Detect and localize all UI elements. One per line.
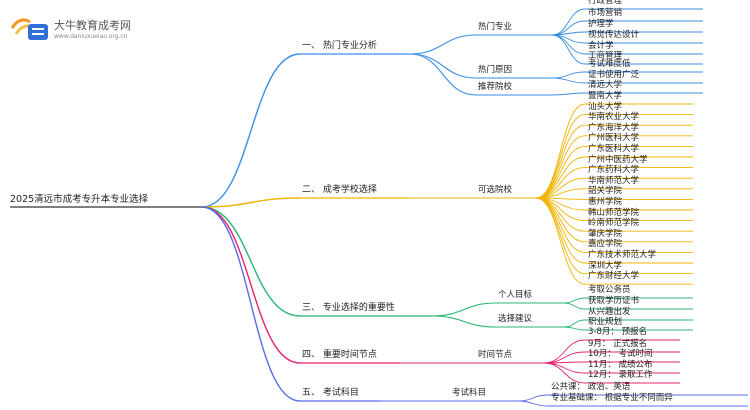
section-4: 四、 重要时间节点 <box>302 350 377 360</box>
group-1-2: 热门原因 <box>478 65 513 75</box>
leaf-line <box>543 339 586 364</box>
leaf-item: 公共课： 政治、英语 <box>551 382 631 392</box>
leaf-line <box>535 124 586 199</box>
section-2: 二、 成考学校选择 <box>302 185 377 195</box>
leaf-item: 视觉传达设计 <box>588 30 640 40</box>
logo-icon <box>10 14 52 44</box>
leaf-line <box>551 8 586 36</box>
branch-line-2 <box>201 197 301 208</box>
leaf-line <box>563 297 586 304</box>
leaf-item: 工商管理 <box>588 51 623 61</box>
leaf-item: 会计学 <box>588 41 614 51</box>
leaf-item: 广州医科大学 <box>588 133 640 144</box>
leaf-line <box>535 197 586 253</box>
group-1-1: 热门专业 <box>478 22 513 32</box>
leaf-item: 广州中医药大学 <box>588 154 648 165</box>
leaf-item: 行政管理 <box>588 0 623 6</box>
root-node: 2025清远市成考专升本专业选择 <box>10 194 149 205</box>
leaf-line <box>535 114 586 199</box>
leaf-item: 11月： 成绩公布 <box>588 360 653 370</box>
leaf-item: 汕头大学 <box>588 101 623 112</box>
leaf-item: 清远大学 <box>588 80 623 90</box>
leaf-item: 广东海洋大学 <box>588 122 640 133</box>
leaf-item: 韩山师范学院 <box>588 207 640 218</box>
leaf-item: 广东技术师范大学 <box>588 250 657 260</box>
leaf-item: 惠州学院 <box>588 197 623 207</box>
leaf-line <box>517 394 549 402</box>
group-line <box>431 315 497 328</box>
group-line <box>409 53 477 96</box>
leaf-line <box>551 77 586 84</box>
leaf-line <box>551 34 586 55</box>
leaf-item: 广东财经大学 <box>588 271 640 282</box>
leaf-item: 9月： 正式报名 <box>588 339 648 349</box>
leaf-item: 证书使用广泛 <box>588 70 640 80</box>
group-line <box>431 302 497 317</box>
leaf-item: 12月： 录取工作 <box>588 370 653 380</box>
group-line <box>409 34 477 55</box>
leaf-item: 考试难度低 <box>588 59 631 69</box>
leaf-item: 从兴趣出发 <box>588 307 631 317</box>
leaf-item: 专业基础课： 根据专业不同而异 <box>551 393 673 403</box>
leaf-item: 岭南师范学院 <box>588 218 640 229</box>
group-4-1: 时间节点 <box>478 350 513 360</box>
leaf-item: 华南农业大学 <box>588 112 640 123</box>
leaf-line <box>563 302 586 310</box>
group-2-1: 可选院校 <box>478 185 513 195</box>
branch-line-4 <box>201 206 301 364</box>
leaf-item: 护理学 <box>588 19 614 29</box>
leaf-line <box>551 92 586 96</box>
leaf-item: 获取学历证书 <box>588 296 640 306</box>
leaf-line <box>543 362 586 384</box>
logo-url: www.daniuxueiao.org.cn <box>54 33 128 40</box>
leaf-line <box>535 156 586 199</box>
branch-line-1 <box>201 53 301 208</box>
leaf-item: 考取公务员 <box>588 285 631 295</box>
leaf-line <box>535 145 586 199</box>
leaf-item: 暨南大学 <box>588 91 623 101</box>
group-1-3: 推荐院校 <box>478 82 513 92</box>
leaf-item: 职业规划 <box>588 317 623 327</box>
branch-line-3 <box>201 206 301 317</box>
leaf-item: 广东医科大学 <box>588 144 640 154</box>
leaf-item: 3-8月： 预报名 <box>588 327 648 337</box>
leaf-line <box>535 103 586 199</box>
leaf-line <box>551 71 586 79</box>
leaf-line <box>551 31 586 36</box>
leaf-item: 肇庆学院 <box>588 228 623 239</box>
leaf-line <box>551 34 586 65</box>
leaf-line <box>543 351 586 364</box>
branch-line-5 <box>201 206 301 402</box>
leaf-line <box>551 20 586 36</box>
group-3-1: 个人目标 <box>498 290 533 300</box>
logo-name: 大牛教育成考网 <box>54 19 131 32</box>
section-5: 五、 考试科目 <box>302 388 359 398</box>
section-3: 三、 专业选择的重要性 <box>302 303 395 313</box>
group-3-2: 选择建议 <box>498 314 533 324</box>
leaf-item: 华南师范大学 <box>588 175 640 186</box>
group-5-1: 考试科目 <box>452 388 487 398</box>
leaf-item: 10月： 考试时间 <box>588 349 653 359</box>
leaf-item: 韶关学院 <box>588 186 623 197</box>
leaf-item: 深圳大学 <box>588 260 623 271</box>
leaf-item: 嘉应学院 <box>588 239 623 250</box>
leaf-line <box>563 326 586 331</box>
leaf-line <box>543 362 586 374</box>
leaf-line <box>535 197 586 285</box>
section-1: 一、 热门专业分析 <box>302 41 377 51</box>
leaf-line <box>563 319 586 328</box>
leaf-item: 广东药科大学 <box>588 165 640 176</box>
leaf-line <box>517 400 549 407</box>
leaf-item: 市场营销 <box>588 8 623 18</box>
